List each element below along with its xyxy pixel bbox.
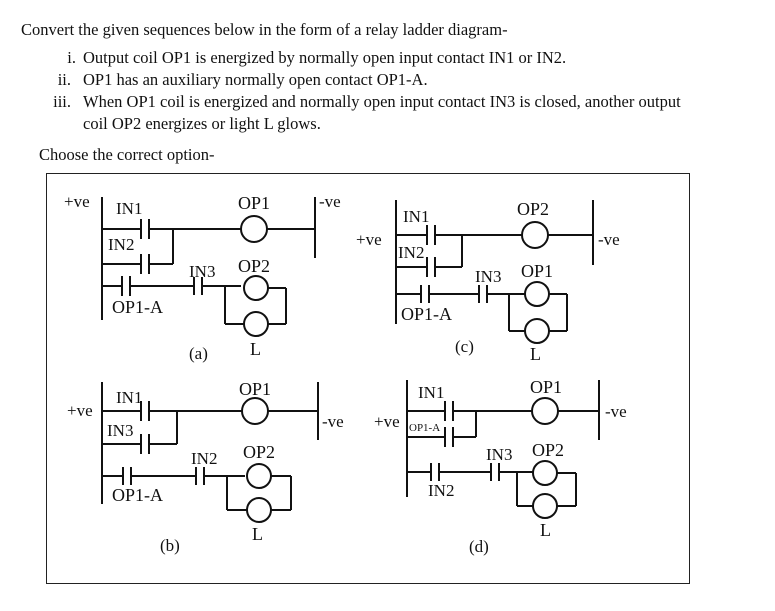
label-coil-top: OP1 [238, 193, 270, 213]
label-positive: +ve [64, 192, 90, 211]
label-aux-contact: OP1-A [401, 304, 452, 324]
options-panel [46, 173, 690, 584]
label-coil-out: OP2 [238, 256, 270, 276]
item-text: When OP1 coil is energized and normally … [83, 92, 681, 111]
label-lamp: L [250, 339, 261, 359]
ladder-diagram-b [101, 382, 319, 523]
label-series-contact: IN3 [486, 445, 512, 464]
label-lamp: L [252, 524, 263, 544]
label-positive: +ve [374, 412, 400, 431]
caption-b: (b) [160, 536, 180, 555]
coil-op1 [240, 215, 268, 243]
caption-d: (d) [469, 537, 489, 556]
label-coil-top: OP2 [517, 199, 549, 219]
label-lamp: L [530, 344, 541, 364]
question-title: Convert the given sequences below in the… [21, 20, 508, 39]
label-aux-contact: IN2 [428, 481, 454, 500]
coil-op1 [241, 397, 269, 425]
label-in-top: IN1 [403, 207, 429, 226]
coil-op2 [243, 275, 269, 301]
label-coil-out: OP2 [243, 442, 275, 462]
label-coil-out: OP2 [532, 440, 564, 460]
label-negative: -ve [319, 192, 341, 211]
lamp-l [524, 318, 550, 344]
label-in-top: IN1 [116, 199, 142, 218]
label-series-contact: IN3 [475, 267, 501, 286]
lamp-l [243, 311, 269, 337]
caption-c: (c) [455, 337, 474, 356]
caption-a: (a) [189, 344, 208, 363]
label-coil-top: OP1 [239, 379, 271, 399]
lamp-l [532, 493, 558, 519]
label-aux-contact: OP1-A [112, 297, 163, 317]
label-in-top: IN1 [116, 388, 142, 407]
label-in-bottom: IN3 [107, 421, 133, 440]
ladder-diagram-c [395, 200, 594, 344]
coil-op2 [246, 463, 272, 489]
label-in-bottom: IN2 [108, 235, 134, 254]
label-coil-top: OP1 [530, 377, 562, 397]
label-negative: -ve [598, 230, 620, 249]
item-text: Output coil OP1 is energized by normally… [83, 48, 567, 67]
item-number: iii. [53, 92, 71, 111]
label-aux-contact: OP1-A [112, 485, 163, 505]
coil-op2 [521, 221, 549, 249]
label-in-bottom: IN2 [398, 243, 424, 262]
label-positive: +ve [67, 401, 93, 420]
label-in-bottom: OP1-A [409, 422, 440, 434]
lamp-l [246, 497, 272, 523]
label-series-contact: IN3 [189, 262, 215, 281]
item-text: coil OP2 energizes or light L glows. [83, 114, 321, 133]
label-positive: +ve [356, 230, 382, 249]
coil-op1 [531, 397, 559, 425]
ladder-diagram-d [406, 380, 600, 519]
label-negative: -ve [605, 402, 627, 421]
label-negative: -ve [322, 412, 344, 431]
item-text: OP1 has an auxiliary normally open conta… [83, 70, 428, 89]
item-number: ii. [57, 70, 71, 89]
label-series-contact: IN2 [191, 449, 217, 468]
choose-prompt: Choose the correct option- [39, 145, 215, 164]
ladder-diagram-a [101, 197, 316, 337]
coil-op1 [524, 281, 550, 307]
label-in-top: IN1 [418, 383, 444, 402]
item-number: i. [67, 48, 76, 67]
coil-op2 [532, 460, 558, 486]
label-coil-out: OP1 [521, 261, 553, 281]
label-lamp: L [540, 520, 551, 540]
